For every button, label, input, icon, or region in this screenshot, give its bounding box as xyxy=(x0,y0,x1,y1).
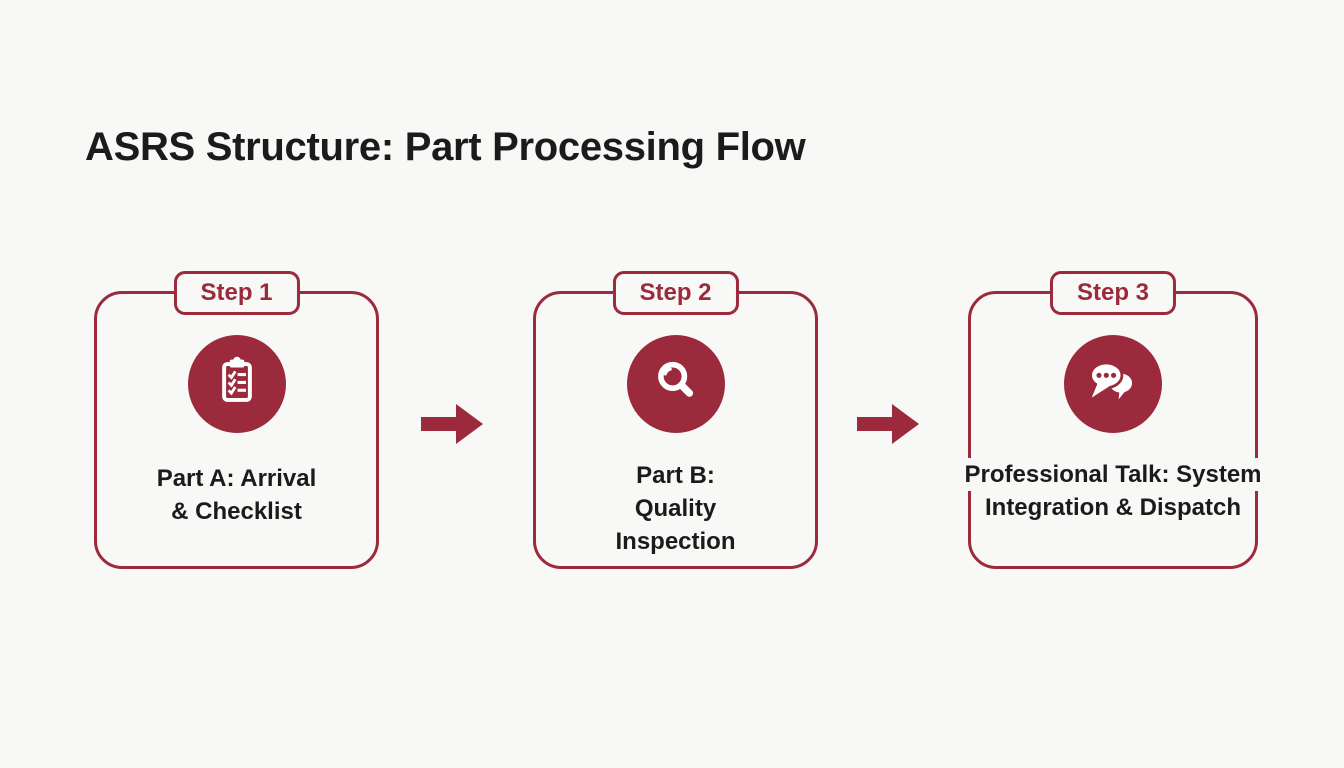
step-1-badge: Step 1 xyxy=(173,271,300,315)
arrow-right-icon xyxy=(857,403,919,445)
step-2-badge: Step 2 xyxy=(612,271,739,315)
step-1-box: Step 1 Part A: Arrival & Checklist xyxy=(94,271,379,569)
step-3-box: Step 3 Professional Talk: System Integra… xyxy=(959,271,1267,569)
step-3-badge: Step 3 xyxy=(1049,271,1177,315)
page-title: ASRS Structure: Part Processing Flow xyxy=(85,125,806,169)
clipboard-checklist-icon xyxy=(209,354,265,415)
step-2-label: Part B: Quality Inspection xyxy=(510,459,841,558)
step-3-icon-circle xyxy=(1064,335,1162,433)
step-2-box: Step 2 Part B: Quality Inspection xyxy=(533,271,818,569)
step-2-icon-circle xyxy=(626,335,725,433)
chat-bubbles-icon xyxy=(1085,354,1141,415)
arrow-right-icon xyxy=(421,403,483,445)
step-3-label: Professional Talk: System Integration & … xyxy=(945,458,1281,524)
step-1-label: Part A: Arrival & Checklist xyxy=(71,462,402,528)
step-1-icon-circle xyxy=(187,335,286,433)
magnifier-icon xyxy=(648,354,704,415)
